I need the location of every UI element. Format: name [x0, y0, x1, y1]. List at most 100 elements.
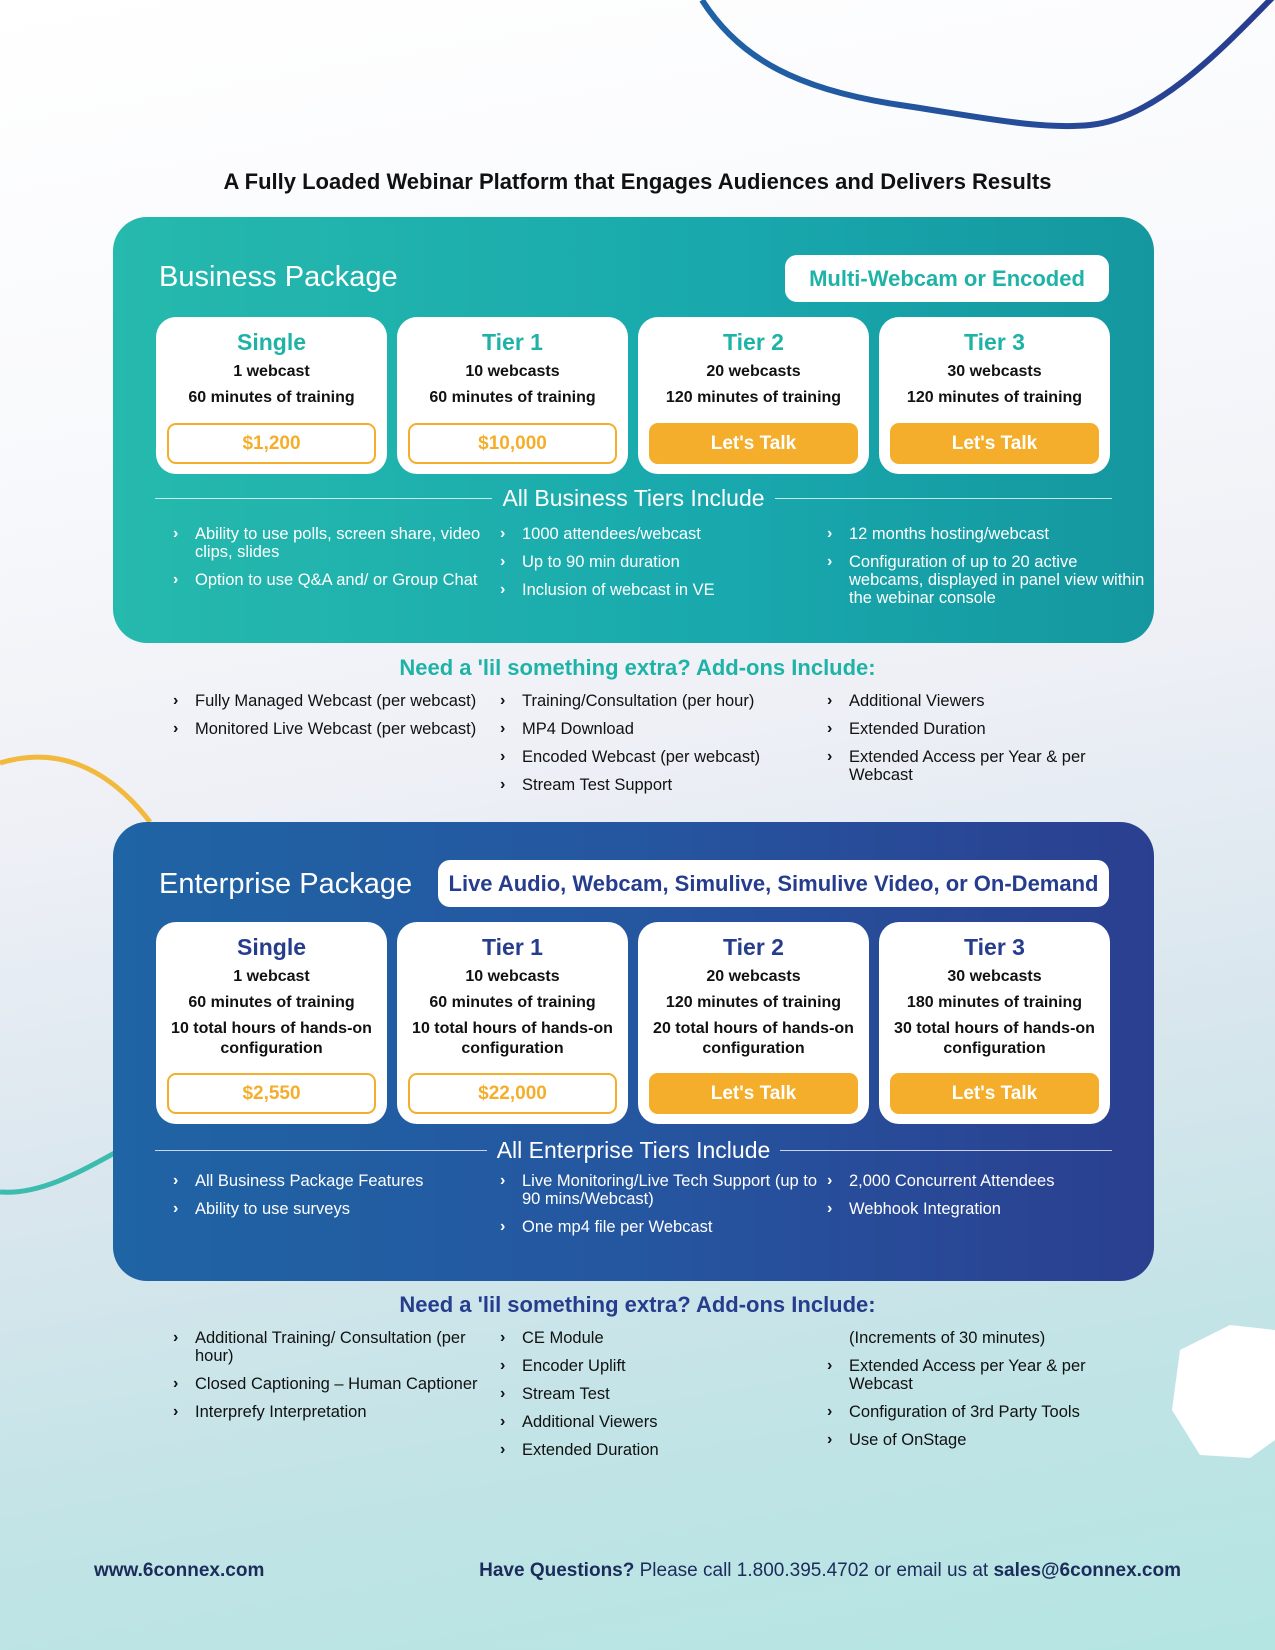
list-item-text: Stream Test — [522, 1385, 610, 1403]
includes-column: › 1000 attendees/webcast ›Up to 90 min du… — [500, 525, 827, 617]
tier-webcasts: 10 webcasts — [465, 968, 560, 985]
business-tier-card-tier3: Tier 3 30 webcasts 120 minutes of traini… — [879, 317, 1110, 474]
chevron-right-icon: › — [500, 776, 506, 793]
enterprise-includes-divider: All Enterprise Tiers Include — [155, 1136, 1113, 1164]
list-item: ›Up to 90 min duration — [500, 553, 827, 571]
business-package-badge: Multi-Webcam or Encoded — [785, 255, 1109, 302]
tier-name: Tier 1 — [482, 934, 543, 960]
list-item: ›Live Monitoring/Live Tech Support (up t… — [500, 1172, 827, 1208]
list-item-text: 1000 attendees/webcast — [522, 525, 701, 543]
chevron-right-icon: › — [827, 720, 833, 737]
addons-column: › Additional Viewers › Extended Duration ›… — [827, 692, 1154, 804]
enterprise-includes-title: All Enterprise Tiers Include — [496, 1136, 771, 1163]
tier-hands-on: 10 total hours of hands-on configuration — [412, 1020, 613, 1057]
list-item: ›Ability to use surveys — [173, 1200, 500, 1218]
list-item: ›2,000 Concurrent Attendees — [827, 1172, 1154, 1190]
chevron-right-icon: › — [173, 571, 179, 588]
chevron-right-icon: › — [173, 1200, 179, 1217]
list-item: ›Configuration of 3rd Party Tools — [827, 1403, 1154, 1421]
list-item: ›Additional Training/ Consultation (per … — [173, 1329, 500, 1365]
list-item: › Stream Test Support — [500, 776, 827, 794]
list-item: › Additional Viewers — [827, 692, 1154, 710]
lets-talk-button[interactable]: Let's Talk — [890, 423, 1099, 464]
chevron-right-icon: › — [500, 553, 506, 570]
chevron-right-icon: › — [500, 1218, 506, 1235]
tier-training: 60 minutes of training — [188, 389, 355, 406]
tier-webcasts: 1 webcast — [233, 363, 310, 380]
chevron-right-icon: › — [500, 1357, 506, 1374]
business-addons-title: Need a 'lil something extra? Add-ons Inc… — [399, 655, 876, 680]
list-item: ›Monitored Live Webcast (per webcast) — [173, 720, 500, 738]
tier-name: Single — [236, 329, 306, 355]
tier-training: 60 minutes of training — [429, 994, 596, 1011]
list-item-text: Encoder Uplift — [522, 1357, 626, 1375]
includes-column: ›2,000 Concurrent Attendees ›Webhook Int… — [827, 1172, 1154, 1246]
tier-name: Tier 1 — [482, 329, 543, 355]
list-item-text: Stream Test Support — [522, 776, 673, 794]
enterprise-includes-list: › All Business Package Features ›Ability … — [173, 1172, 1154, 1246]
list-item-text: Configuration of up to 20 active webcams… — [849, 553, 1145, 607]
list-item-text: All Business Package Features — [195, 1172, 424, 1190]
includes-column: › 12 months hosting/webcast ›Configuratio… — [827, 525, 1154, 617]
list-item: › Additional Viewers — [500, 1413, 827, 1431]
enterprise-addons-title: Need a 'lil something extra? Add-ons Inc… — [399, 1292, 876, 1317]
includes-column: ›Live Monitoring/Live Tech Support (up t… — [500, 1172, 827, 1246]
questions-label: Have Questions? — [479, 1560, 635, 1581]
tier-hands-on: 30 total hours of hands-on configuration — [894, 1020, 1095, 1057]
list-item-text: Encoded Webcast (per webcast) — [522, 748, 761, 766]
tier-hands-on: 10 total hours of hands-on configuration — [171, 1020, 372, 1057]
email-link[interactable]: sales@6connex.com — [993, 1560, 1181, 1581]
chevron-right-icon: › — [827, 525, 833, 542]
lets-talk-button[interactable]: Let's Talk — [649, 1073, 858, 1114]
list-item: ›One mp4 file per Webcast — [500, 1218, 827, 1236]
chevron-right-icon: › — [500, 748, 506, 765]
tier-training: 60 minutes of training — [429, 389, 596, 406]
tier-name: Tier 3 — [964, 329, 1025, 355]
addons-column: ›CE Module ›Encoder Uplift ›Stream Test … — [500, 1329, 827, 1469]
tier-webcasts: 30 webcasts — [947, 968, 1042, 985]
chevron-right-icon: › — [827, 692, 833, 709]
tier-training: 120 minutes of training — [665, 994, 842, 1011]
chevron-right-icon: › — [827, 1172, 833, 1189]
page-title: A Fully Loaded Webinar Platform that Eng… — [223, 169, 1052, 194]
list-item-text: Extended Duration — [849, 720, 986, 738]
price-button[interactable]: $22,000 — [408, 1073, 617, 1114]
business-tier-card-single: Single 1 webcast 60 minutes of training … — [156, 317, 387, 474]
lets-talk-button[interactable]: Let's Talk — [649, 423, 858, 464]
divider-line — [155, 497, 493, 499]
enterprise-package-title: Enterprise Package — [159, 868, 413, 900]
list-item-text: 12 months hosting/webcast — [849, 525, 1049, 543]
list-item-text: Configuration of 3rd Party Tools — [849, 1403, 1080, 1421]
tier-webcasts: 30 webcasts — [947, 363, 1042, 380]
enterprise-tier-card-tier3: Tier 3 30 webcasts 180 minutes of traini… — [879, 922, 1110, 1124]
contact-line: Have Questions? Please call 1.800.395.47… — [479, 1560, 1181, 1582]
list-item-text: Inclusion of webcast in VE — [522, 581, 715, 599]
list-item: ›Webhook Integration — [827, 1200, 1154, 1218]
chevron-right-icon: › — [173, 1172, 179, 1189]
price-button[interactable]: $2,550 — [167, 1073, 376, 1114]
tier-training: 60 minutes of training — [188, 994, 355, 1011]
price-button[interactable]: $10,000 — [408, 423, 617, 464]
enterprise-tier-card-tier1: Tier 1 10 webcasts 60 minutes of trainin… — [397, 922, 628, 1124]
tier-webcasts: 1 webcast — [233, 968, 310, 985]
list-item: ›MP4 Download — [500, 720, 827, 738]
list-item: ›Use of OnStage — [827, 1431, 1154, 1449]
tier-name: Tier 2 — [723, 329, 784, 355]
website-link[interactable]: www.6connex.com — [94, 1560, 265, 1581]
list-item-text: Additional Viewers — [849, 692, 985, 710]
lets-talk-button[interactable]: Let's Talk — [890, 1073, 1099, 1114]
enterprise-addons-list: ›Additional Training/ Consultation (per … — [173, 1329, 1154, 1469]
list-item: ›Configuration of up to 20 active webcam… — [827, 553, 1154, 607]
chevron-right-icon: › — [500, 1413, 506, 1430]
price-button[interactable]: $1,200 — [167, 423, 376, 464]
list-item-text: Additional Viewers — [522, 1413, 658, 1431]
list-item: ›Extended Access per Year & per Webcast — [827, 1357, 1154, 1393]
business-tier-cards: Single 1 webcast 60 minutes of training … — [156, 317, 1110, 474]
enterprise-tier-cards: Single 1 webcast 60 minutes of training … — [156, 922, 1110, 1124]
chevron-right-icon: › — [500, 720, 506, 737]
chevron-right-icon: › — [827, 1357, 833, 1374]
list-item-text: Ability to use polls, screen share, vide… — [195, 525, 481, 561]
chevron-right-icon: › — [500, 581, 506, 598]
list-item-text: Extended Duration — [522, 1441, 659, 1459]
continuation-text: (Increments of 30 minutes) — [849, 1329, 1046, 1347]
